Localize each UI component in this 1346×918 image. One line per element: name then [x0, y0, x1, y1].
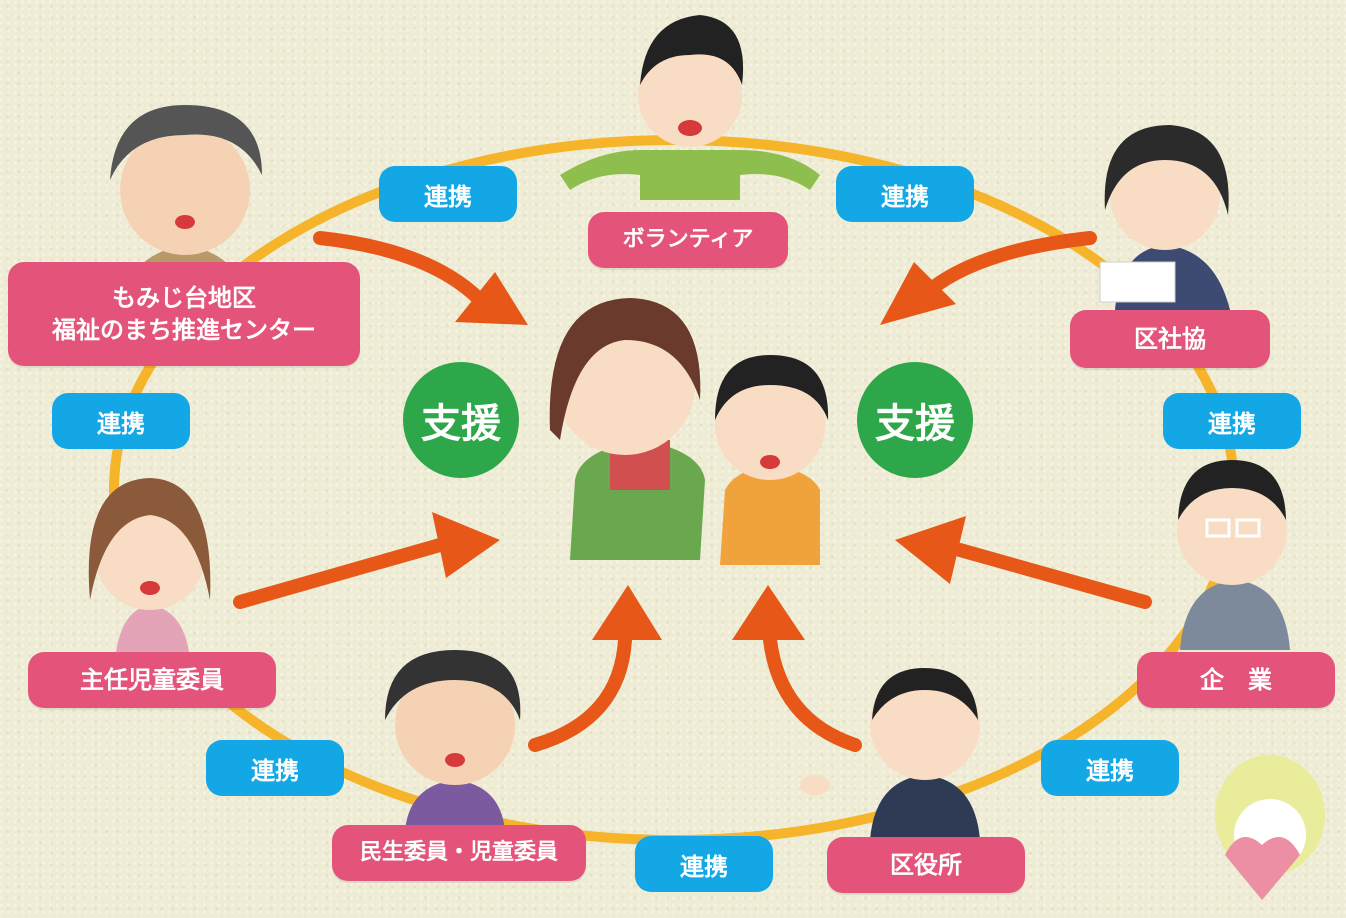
arrow-head-minsei: [592, 585, 662, 640]
node-kigyo: 企 業: [1137, 652, 1335, 708]
link-label-bottom-right: 連携: [1041, 740, 1179, 796]
arrow-from-kushakyo: [923, 231, 1097, 297]
arrow-from-shunin: [233, 538, 447, 609]
mascot-character: [1215, 755, 1325, 900]
arrow-head-kushakyo: [880, 262, 956, 325]
arrow-from-momijidai: [313, 231, 487, 307]
link-label-top-right: 連携: [836, 166, 974, 222]
node-kushakyo: 区社協: [1070, 310, 1270, 368]
node-kuyakusho: 区役所: [827, 837, 1025, 893]
arrow-from-minsei: [528, 633, 632, 752]
node-volunteer: ボランティア: [588, 212, 788, 268]
arrow-head-momijidai: [455, 272, 528, 325]
support-badge-right: 支援: [857, 362, 973, 478]
arrow-head-shunin: [432, 512, 500, 578]
person-family: [549, 298, 829, 565]
support-arrows: [233, 231, 1152, 752]
arrow-head-kuyakusho: [732, 585, 805, 640]
person-kigyo-man: [1177, 460, 1290, 650]
link-label-top-left: 連携: [379, 166, 517, 222]
support-badge-left: 支援: [403, 362, 519, 478]
link-label-right: 連携: [1163, 393, 1301, 449]
node-momijidai-center: もみじ台地区 福祉のまち推進センター: [8, 262, 360, 366]
node-minsei-jido-iin: 民生委員・児童委員: [332, 825, 586, 881]
person-shunin-woman: [88, 478, 211, 660]
person-kuyakusho-man: [800, 668, 980, 840]
arrow-head-kigyo: [895, 516, 966, 584]
node-shunin-jido-iin: 主任児童委員: [28, 652, 276, 708]
arrow-from-kigyo: [953, 543, 1152, 609]
person-volunteer: [560, 15, 820, 200]
person-minsei-woman: [385, 650, 521, 830]
link-label-bottom-left: 連携: [206, 740, 344, 796]
person-kushakyo-woman: [1099, 125, 1230, 310]
arrow-from-kuyakusho: [763, 633, 862, 752]
link-label-left: 連携: [52, 393, 190, 449]
link-label-bottom-center: 連携: [635, 836, 773, 892]
